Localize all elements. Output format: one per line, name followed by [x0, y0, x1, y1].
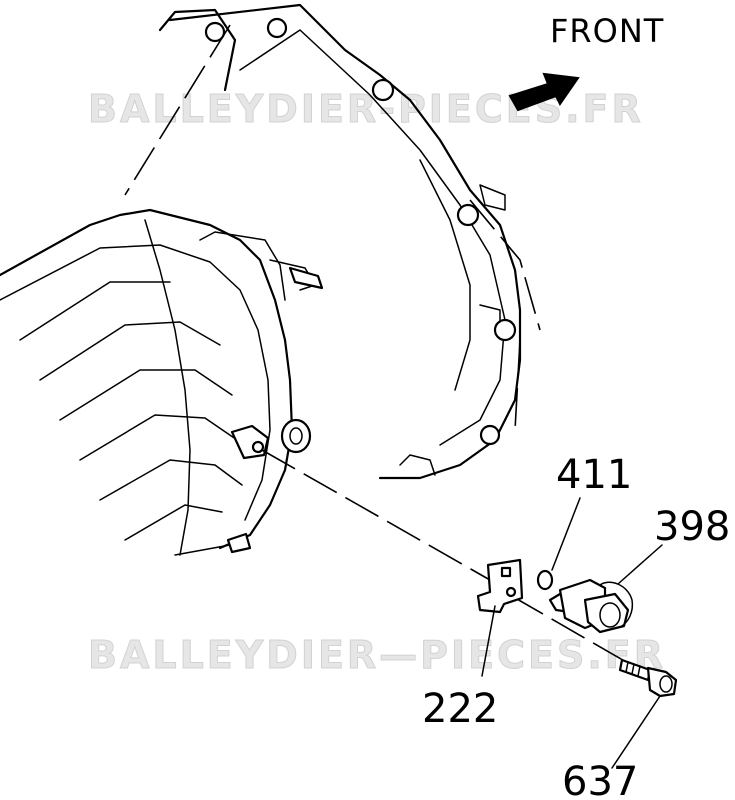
alignment-line-bracket — [261, 449, 491, 581]
alignment-line-bolt — [509, 594, 641, 671]
bracket-222 — [476, 558, 524, 614]
callout-411: 411 — [556, 452, 632, 498]
leader-222 — [481, 605, 496, 677]
watermark-bottom: BALLEYDIER—PIECES.FR — [88, 633, 666, 677]
sensor-398 — [548, 578, 634, 634]
callout-637: 637 — [562, 759, 638, 800]
leader-398 — [617, 544, 663, 585]
leader-411 — [551, 497, 581, 571]
front-label: FRONT — [550, 12, 664, 50]
front-arrow-icon — [508, 72, 580, 112]
o-ring-411 — [536, 569, 554, 591]
leader-637 — [611, 695, 661, 769]
callout-398: 398 — [654, 504, 730, 550]
callout-222: 222 — [422, 686, 498, 732]
bolt-637 — [618, 658, 678, 698]
transmission-housing — [0, 3, 541, 556]
